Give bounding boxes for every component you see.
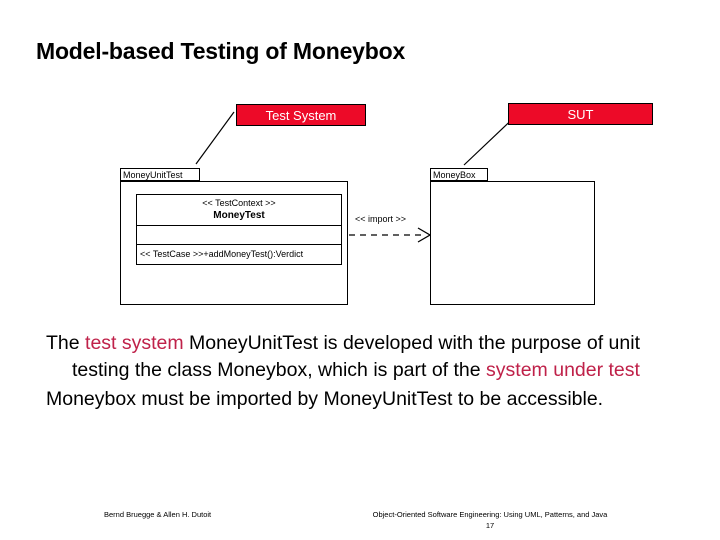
footer-page-number: 17 (485, 521, 495, 530)
package-body (430, 181, 595, 305)
class-name: MoneyTest (213, 210, 265, 221)
class-attributes-compartment (137, 226, 341, 245)
page-title: Model-based Testing of Moneybox (36, 38, 406, 64)
class-operations-compartment: << TestCase >>+addMoneyTest():Verdict (140, 249, 304, 259)
class-header-compartment: << TestContext >> MoneyTest (137, 195, 341, 226)
footer-authors: Bernd Bruegge & Allen H. Dutoit (104, 510, 212, 519)
import-arrow-head (417, 227, 432, 243)
footer-book-title: Object-Oriented Software Engineering: Us… (372, 510, 608, 519)
body-paragraph-1: The test system MoneyUnitTest is develop… (46, 330, 678, 384)
body-paragraph-2: Moneybox must be imported by MoneyUnitTe… (46, 388, 604, 410)
package-tab-label: MoneyBox (430, 168, 488, 181)
paragraph1-highlight-system-under-test: system under test (486, 359, 640, 381)
import-dependency-label: << import >> (355, 214, 407, 224)
callout-sut: SUT (508, 103, 653, 125)
leader-line-test-system (195, 111, 235, 165)
package-tab-label: MoneyUnitTest (120, 168, 200, 181)
paragraph1-part1: The (46, 332, 86, 354)
paragraph1-part2: MoneyUnitTest is developed with the purp… (72, 332, 640, 381)
paragraph1-highlight-test-system: test system (85, 332, 184, 354)
package-body: << TestContext >> MoneyTest << TestCase … (120, 181, 348, 305)
class-stereotype: << TestContext >> (202, 198, 276, 208)
callout-test-system: Test System (236, 104, 366, 126)
uml-class-moneytest: << TestContext >> MoneyTest << TestCase … (136, 194, 342, 265)
body-text: The test system MoneyUnitTest is develop… (46, 330, 678, 415)
